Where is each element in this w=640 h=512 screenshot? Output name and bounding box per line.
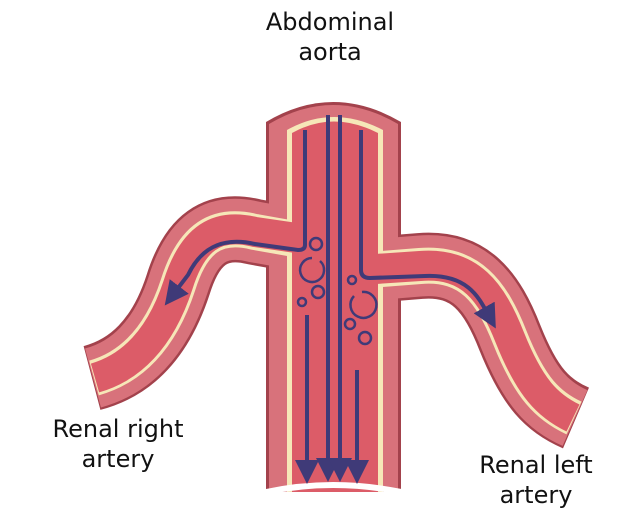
label-renal-right-artery: Renal right artery (18, 414, 218, 474)
label-line: Renal left (479, 451, 593, 479)
label-line: Renal right (52, 415, 184, 443)
label-line: artery (81, 445, 155, 473)
label-renal-left-artery: Renal left artery (436, 450, 636, 510)
label-line: Abdominal (265, 8, 395, 36)
label-line: artery (499, 481, 573, 509)
label-abdominal-aorta: Abdominal aorta (230, 7, 430, 67)
blood-flow-arrows (164, 115, 496, 484)
label-line: aorta (298, 38, 362, 66)
turbulence-swirls (296, 236, 378, 346)
